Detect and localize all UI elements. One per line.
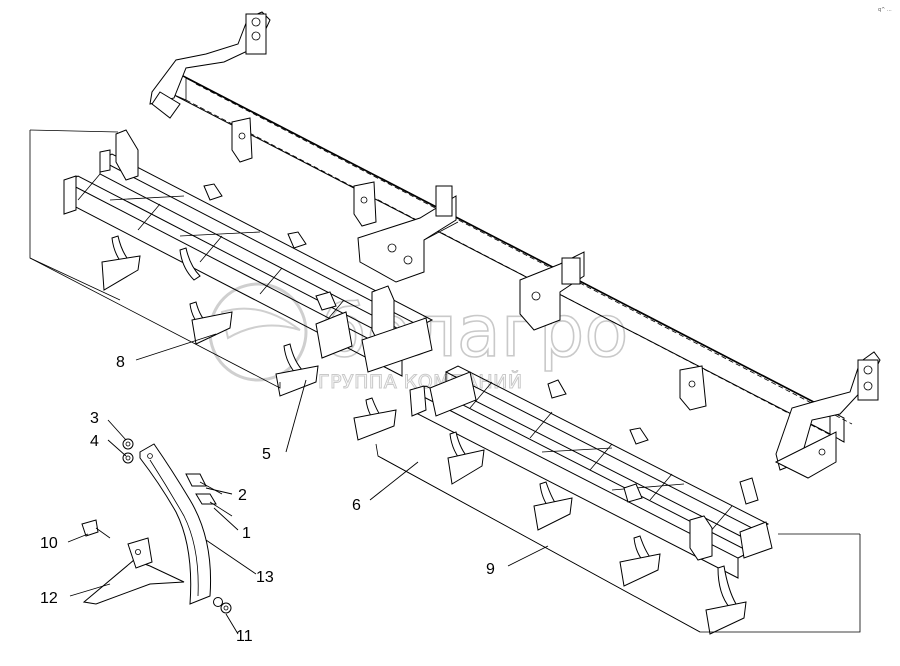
callout-5: 5 — [262, 446, 271, 463]
leader-lines — [67, 333, 549, 635]
callout-6: 6 — [352, 497, 361, 514]
watermark-logo-swoosh — [220, 307, 301, 340]
shank-detail — [81, 438, 233, 614]
callout-2: 2 — [238, 487, 247, 504]
callout-3: 3 — [90, 410, 99, 427]
left-frame-section — [63, 129, 434, 441]
assembly-outlines — [29, 129, 861, 633]
callouts: 8 5 6 9 3 4 2 1 10 12 13 11 — [40, 354, 495, 645]
callout-10: 10 — [40, 535, 58, 552]
callout-4: 4 — [90, 433, 99, 450]
right-frame-section — [409, 365, 773, 635]
callout-8: 8 — [116, 354, 125, 371]
callout-9: 9 — [486, 561, 495, 578]
callout-1: 1 — [242, 525, 251, 542]
corner-mark: q^ ... — [878, 7, 892, 13]
main-beam — [149, 11, 881, 479]
callout-12: 12 — [40, 590, 58, 607]
callout-11: 11 — [236, 628, 253, 645]
callout-13: 13 — [256, 569, 274, 586]
